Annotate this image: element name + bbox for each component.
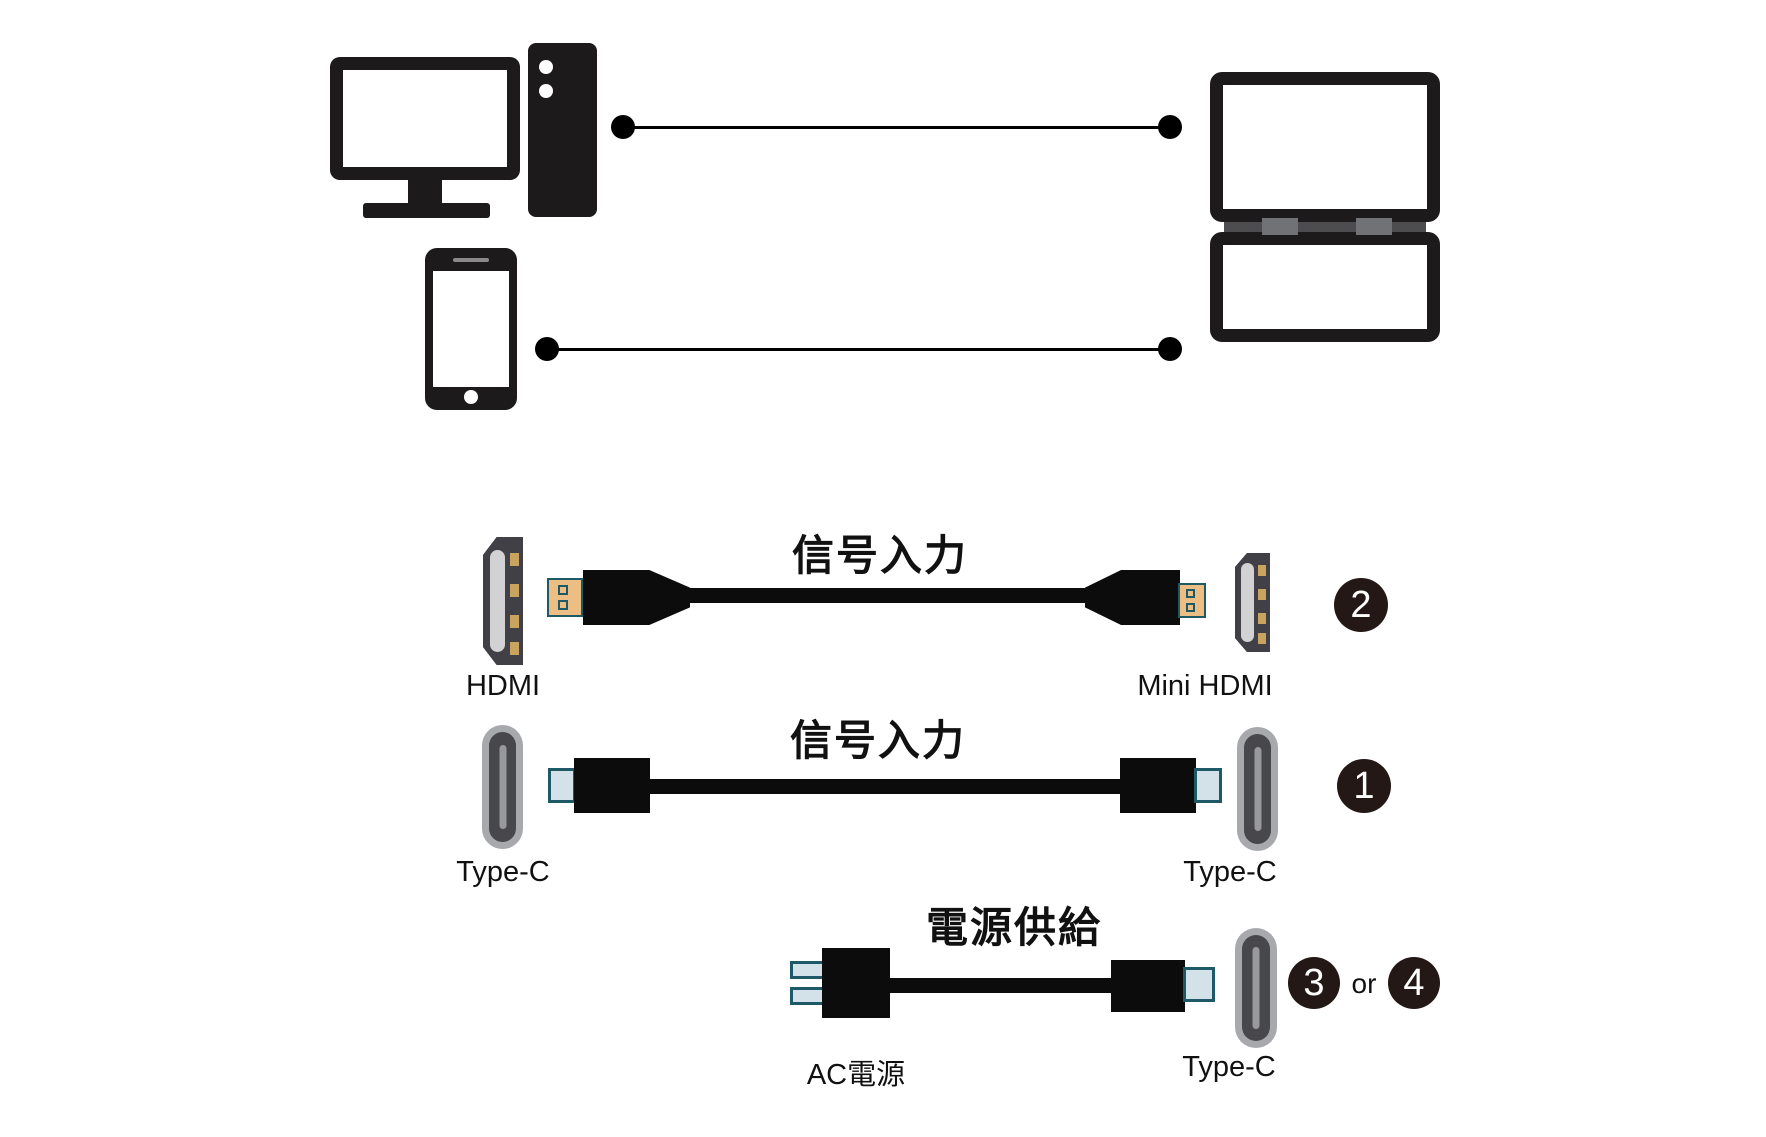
hdmi-port-slot	[490, 550, 505, 652]
type-c-port-label: Type-C	[1182, 1051, 1276, 1083]
mini-hdmi-plug-detail	[1186, 589, 1195, 598]
pc-tower-button	[539, 60, 553, 74]
usb-c-port-icon	[1235, 928, 1277, 1048]
mini-hdmi-plug-body	[1085, 570, 1180, 625]
hdmi-port-pin	[510, 553, 519, 566]
monitor-bottom-panel	[1210, 232, 1440, 342]
mini-hdmi-port-pin	[1258, 589, 1266, 600]
hdmi-port-pin	[510, 615, 519, 628]
usb-c-plug-tip	[1183, 967, 1215, 1002]
badge-1: 1	[1337, 759, 1391, 813]
mini-hdmi-plug-detail	[1186, 603, 1195, 612]
monitor-hinge-tab	[1262, 218, 1298, 235]
badge-3: 3	[1288, 957, 1340, 1009]
usb-c-port-icon	[1237, 727, 1278, 851]
line-endpoint-dot	[1158, 115, 1182, 139]
pc-tower	[528, 43, 597, 217]
mini-hdmi-port-pin	[1258, 633, 1266, 644]
hdmi-port-pin	[510, 642, 519, 655]
usb-c-plug-tip	[1194, 768, 1222, 803]
usb-c-port-slot	[499, 745, 506, 829]
type-c-port-label: Type-C	[1183, 856, 1277, 888]
usb-c-plug-body	[1111, 960, 1185, 1012]
ac-plug-body	[822, 948, 890, 1018]
pc-monitor-base	[363, 203, 490, 218]
hdmi-cable-wire	[688, 588, 1087, 603]
hdmi-plug-gold-tip	[547, 578, 583, 617]
connection-line	[547, 348, 1170, 351]
pc-monitor-screen	[330, 57, 520, 180]
usb-c-plug-tip	[548, 768, 576, 803]
monitor-hinge	[1224, 222, 1426, 232]
ac-power-label: AC電源	[806, 1059, 906, 1091]
hdmi-cable-icon	[583, 570, 690, 625]
ac-power-cable-icon	[890, 978, 1115, 993]
pc-tower-button	[539, 84, 553, 98]
monitor-top-panel	[1210, 72, 1440, 222]
usb-c-cable-icon	[650, 779, 1120, 794]
phone-home-button	[464, 390, 478, 404]
line-endpoint-dot	[1158, 337, 1182, 361]
signal-input-label: 信号入力	[789, 717, 966, 764]
hdmi-plug-detail	[558, 585, 568, 595]
pc-monitor-neck	[408, 178, 442, 205]
mini-hdmi-port-pin	[1258, 613, 1266, 624]
hdmi-plug-detail	[558, 600, 568, 610]
signal-input-label: 信号入力	[791, 532, 968, 579]
usb-c-plug-body	[574, 758, 650, 813]
phone-screen	[433, 271, 509, 387]
usb-c-port-slot	[1252, 947, 1260, 1029]
usb-c-plug-body	[1120, 758, 1196, 813]
mini-hdmi-port-pin	[1258, 565, 1266, 576]
mini-hdmi-port-slot	[1241, 563, 1254, 642]
power-supply-label: 電源供給	[925, 904, 1102, 951]
badge-2: 2	[1334, 578, 1388, 632]
connection-line	[623, 126, 1170, 129]
hdmi-port-pin	[510, 584, 519, 597]
hdmi-port-label: HDMI	[465, 670, 541, 702]
badge-or-text: or	[1351, 968, 1377, 999]
mini-hdmi-port-icon	[1235, 553, 1270, 652]
usb-c-port-icon	[482, 725, 523, 849]
hdmi-port-icon	[483, 537, 523, 665]
type-c-port-label: Type-C	[456, 856, 550, 888]
phone-speaker	[453, 258, 489, 262]
usb-c-port-slot	[1254, 747, 1261, 831]
badge-4: 4	[1388, 957, 1440, 1009]
mini-hdmi-plug-gold-tip	[1178, 583, 1206, 618]
monitor-hinge-tab	[1356, 218, 1392, 235]
mini-hdmi-port-label: Mini HDMI	[1137, 670, 1273, 702]
